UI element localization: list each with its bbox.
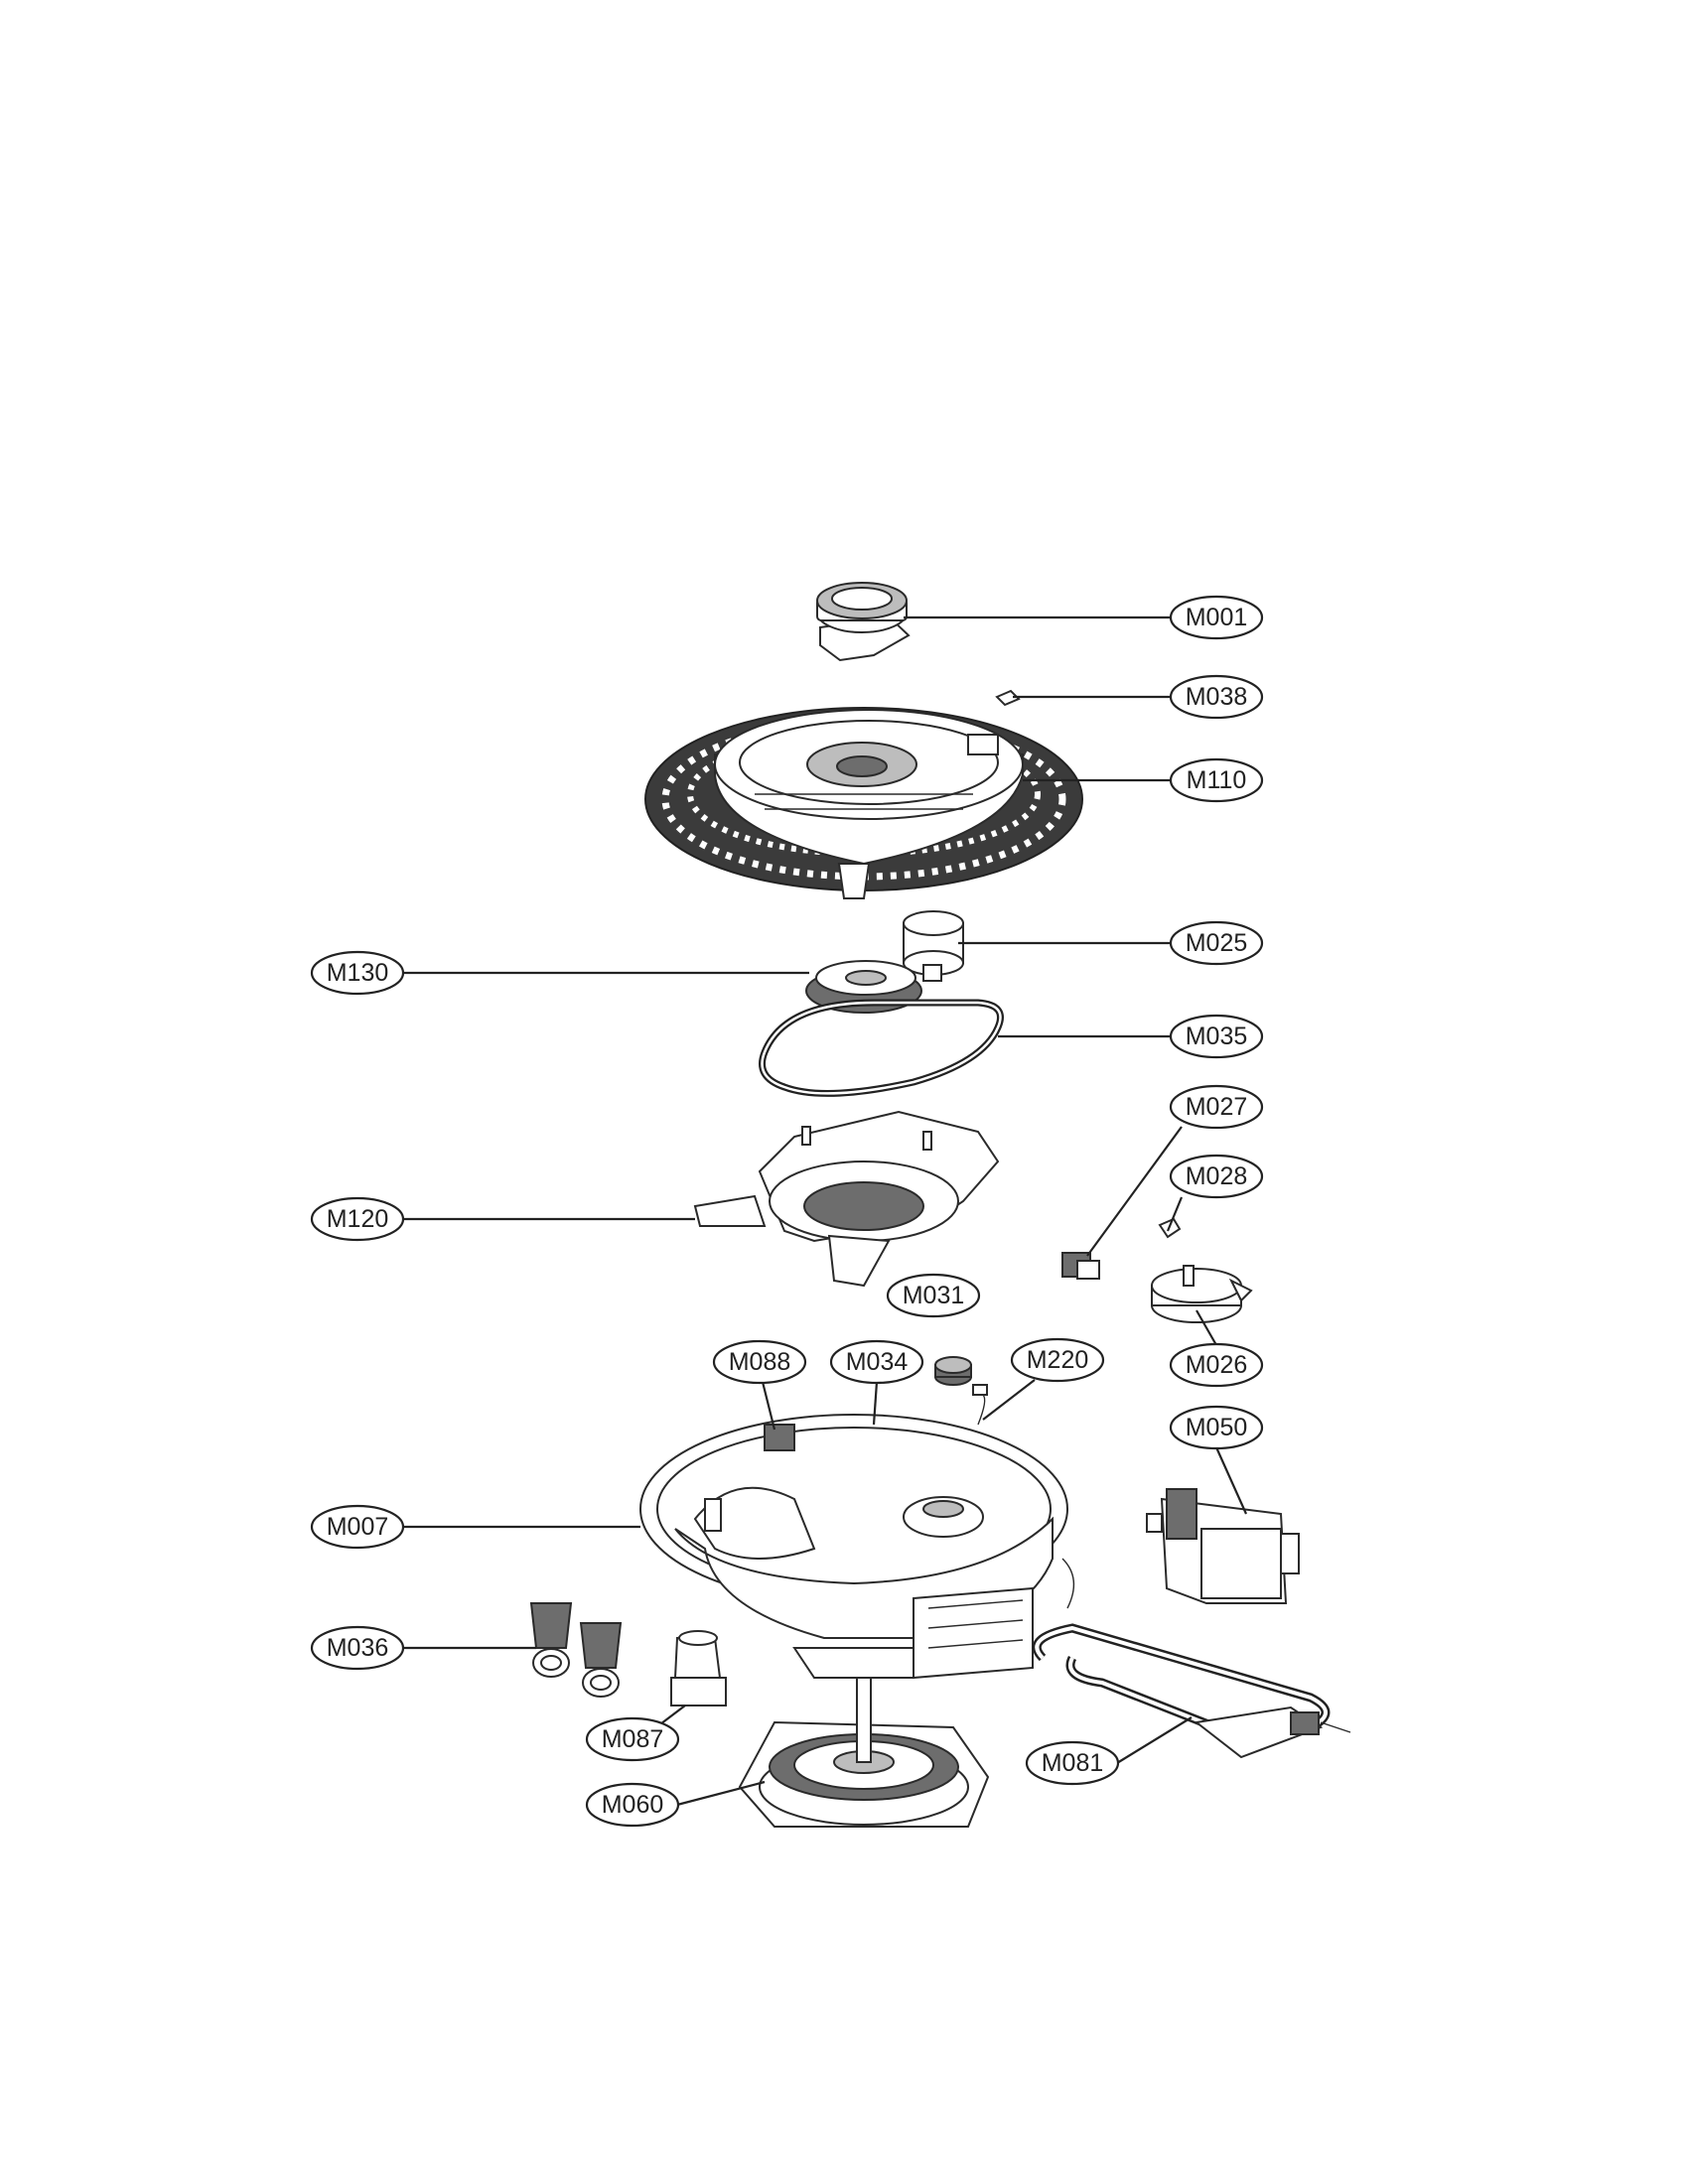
leader-m028 — [1166, 1196, 1184, 1232]
callout-label: M087 — [602, 1725, 664, 1753]
part-m025 — [903, 910, 964, 982]
part-m110 — [644, 707, 1083, 899]
callout-m038: M038 — [1169, 674, 1264, 720]
callout-label: M031 — [903, 1282, 965, 1309]
callout-label: M035 — [1186, 1023, 1248, 1050]
part-m036 — [529, 1602, 623, 1698]
callout-label: M220 — [1027, 1346, 1089, 1374]
callout-m025: M025 — [1169, 920, 1264, 966]
callout-label: M130 — [327, 959, 389, 987]
callout-m007: M007 — [310, 1504, 405, 1550]
callout-label: M001 — [1186, 604, 1248, 631]
leader-m220 — [982, 1379, 1036, 1421]
callout-m001: M001 — [1169, 595, 1264, 640]
callout-m088: M088 — [712, 1339, 807, 1385]
part-m050 — [1146, 1488, 1300, 1604]
callout-label: M038 — [1186, 683, 1248, 711]
callout-label: M028 — [1186, 1162, 1248, 1190]
part-m060 — [738, 1677, 990, 1828]
callout-m220: M220 — [1010, 1337, 1105, 1383]
callout-m087: M087 — [585, 1716, 680, 1762]
callout-label: M110 — [1187, 766, 1247, 794]
callout-m110: M110 — [1169, 757, 1264, 803]
part-m038 — [995, 689, 1021, 707]
callout-m035: M035 — [1169, 1014, 1264, 1059]
callout-m081: M081 — [1025, 1740, 1120, 1786]
part-m007 — [639, 1414, 1075, 1680]
callout-label: M025 — [1186, 929, 1248, 957]
part-m220 — [972, 1384, 988, 1426]
callout-m028: M028 — [1169, 1154, 1264, 1199]
callout-label: M007 — [327, 1513, 389, 1541]
callout-m120: M120 — [310, 1196, 405, 1242]
leader-m060 — [676, 1780, 766, 1807]
callout-m036: M036 — [310, 1625, 405, 1671]
part-m035 — [759, 999, 1004, 1097]
leader-m026 — [1196, 1309, 1217, 1346]
part-m081 — [1032, 1623, 1351, 1759]
part-m001 — [816, 582, 911, 662]
leader-m034 — [872, 1381, 879, 1426]
leader-m027 — [1086, 1126, 1183, 1257]
callout-m031: M031 — [886, 1273, 981, 1318]
part-m120 — [693, 1110, 1000, 1288]
callout-label: M120 — [327, 1205, 389, 1233]
callout-m034: M034 — [829, 1339, 924, 1385]
callout-m026: M026 — [1169, 1342, 1264, 1388]
callout-m027: M027 — [1169, 1084, 1264, 1130]
leader-m050 — [1214, 1446, 1248, 1515]
callout-m050: M050 — [1169, 1405, 1264, 1450]
part-m087 — [670, 1630, 727, 1706]
part-m026 — [1151, 1265, 1253, 1323]
callout-m130: M130 — [310, 950, 405, 996]
part-m027 — [1061, 1252, 1100, 1280]
callout-label: M088 — [729, 1348, 791, 1376]
leader-m088 — [761, 1381, 776, 1431]
callout-labels: M001 M038 M110 M025 M130 M035 M027 M028 — [310, 595, 1264, 1828]
callout-m060: M060 — [585, 1782, 680, 1828]
callout-label: M060 — [602, 1791, 664, 1819]
callout-label: M081 — [1042, 1749, 1104, 1777]
part-m031 — [934, 1356, 972, 1386]
callout-label: M050 — [1186, 1414, 1248, 1441]
callout-label: M027 — [1186, 1093, 1248, 1121]
callout-label: M036 — [327, 1634, 389, 1662]
callout-label: M026 — [1186, 1351, 1248, 1379]
callout-label: M034 — [846, 1348, 909, 1376]
leader-m081 — [1116, 1716, 1193, 1764]
